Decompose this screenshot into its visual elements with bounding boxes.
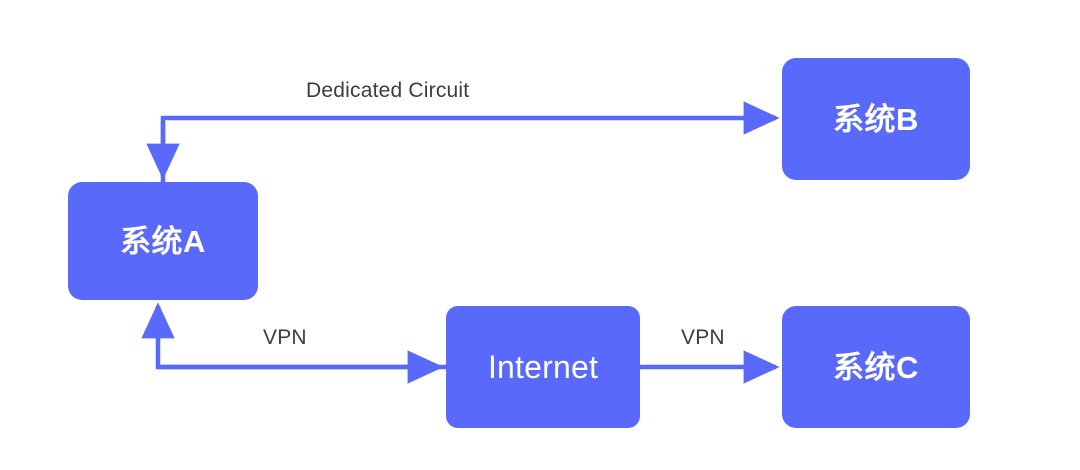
edge-dedicated-circuit-to-b — [160, 101, 780, 182]
node-system-b-label: 系统B — [833, 101, 919, 137]
edge-label-vpn-internet-to-a: VPN — [263, 326, 307, 349]
node-system-a[interactable]: 系统A — [68, 182, 258, 300]
node-system-c[interactable]: 系统C — [782, 306, 970, 428]
node-system-c-label: 系统C — [833, 349, 919, 385]
node-internet[interactable]: Internet — [446, 306, 640, 428]
edge-label-dedicated-circuit: Dedicated Circuit — [306, 79, 470, 102]
node-system-b[interactable]: 系统B — [782, 58, 970, 180]
edge-label-vpn-internet-to-c: VPN — [681, 326, 725, 349]
node-system-a-label: 系统A — [120, 223, 206, 259]
node-internet-label: Internet — [487, 349, 599, 385]
